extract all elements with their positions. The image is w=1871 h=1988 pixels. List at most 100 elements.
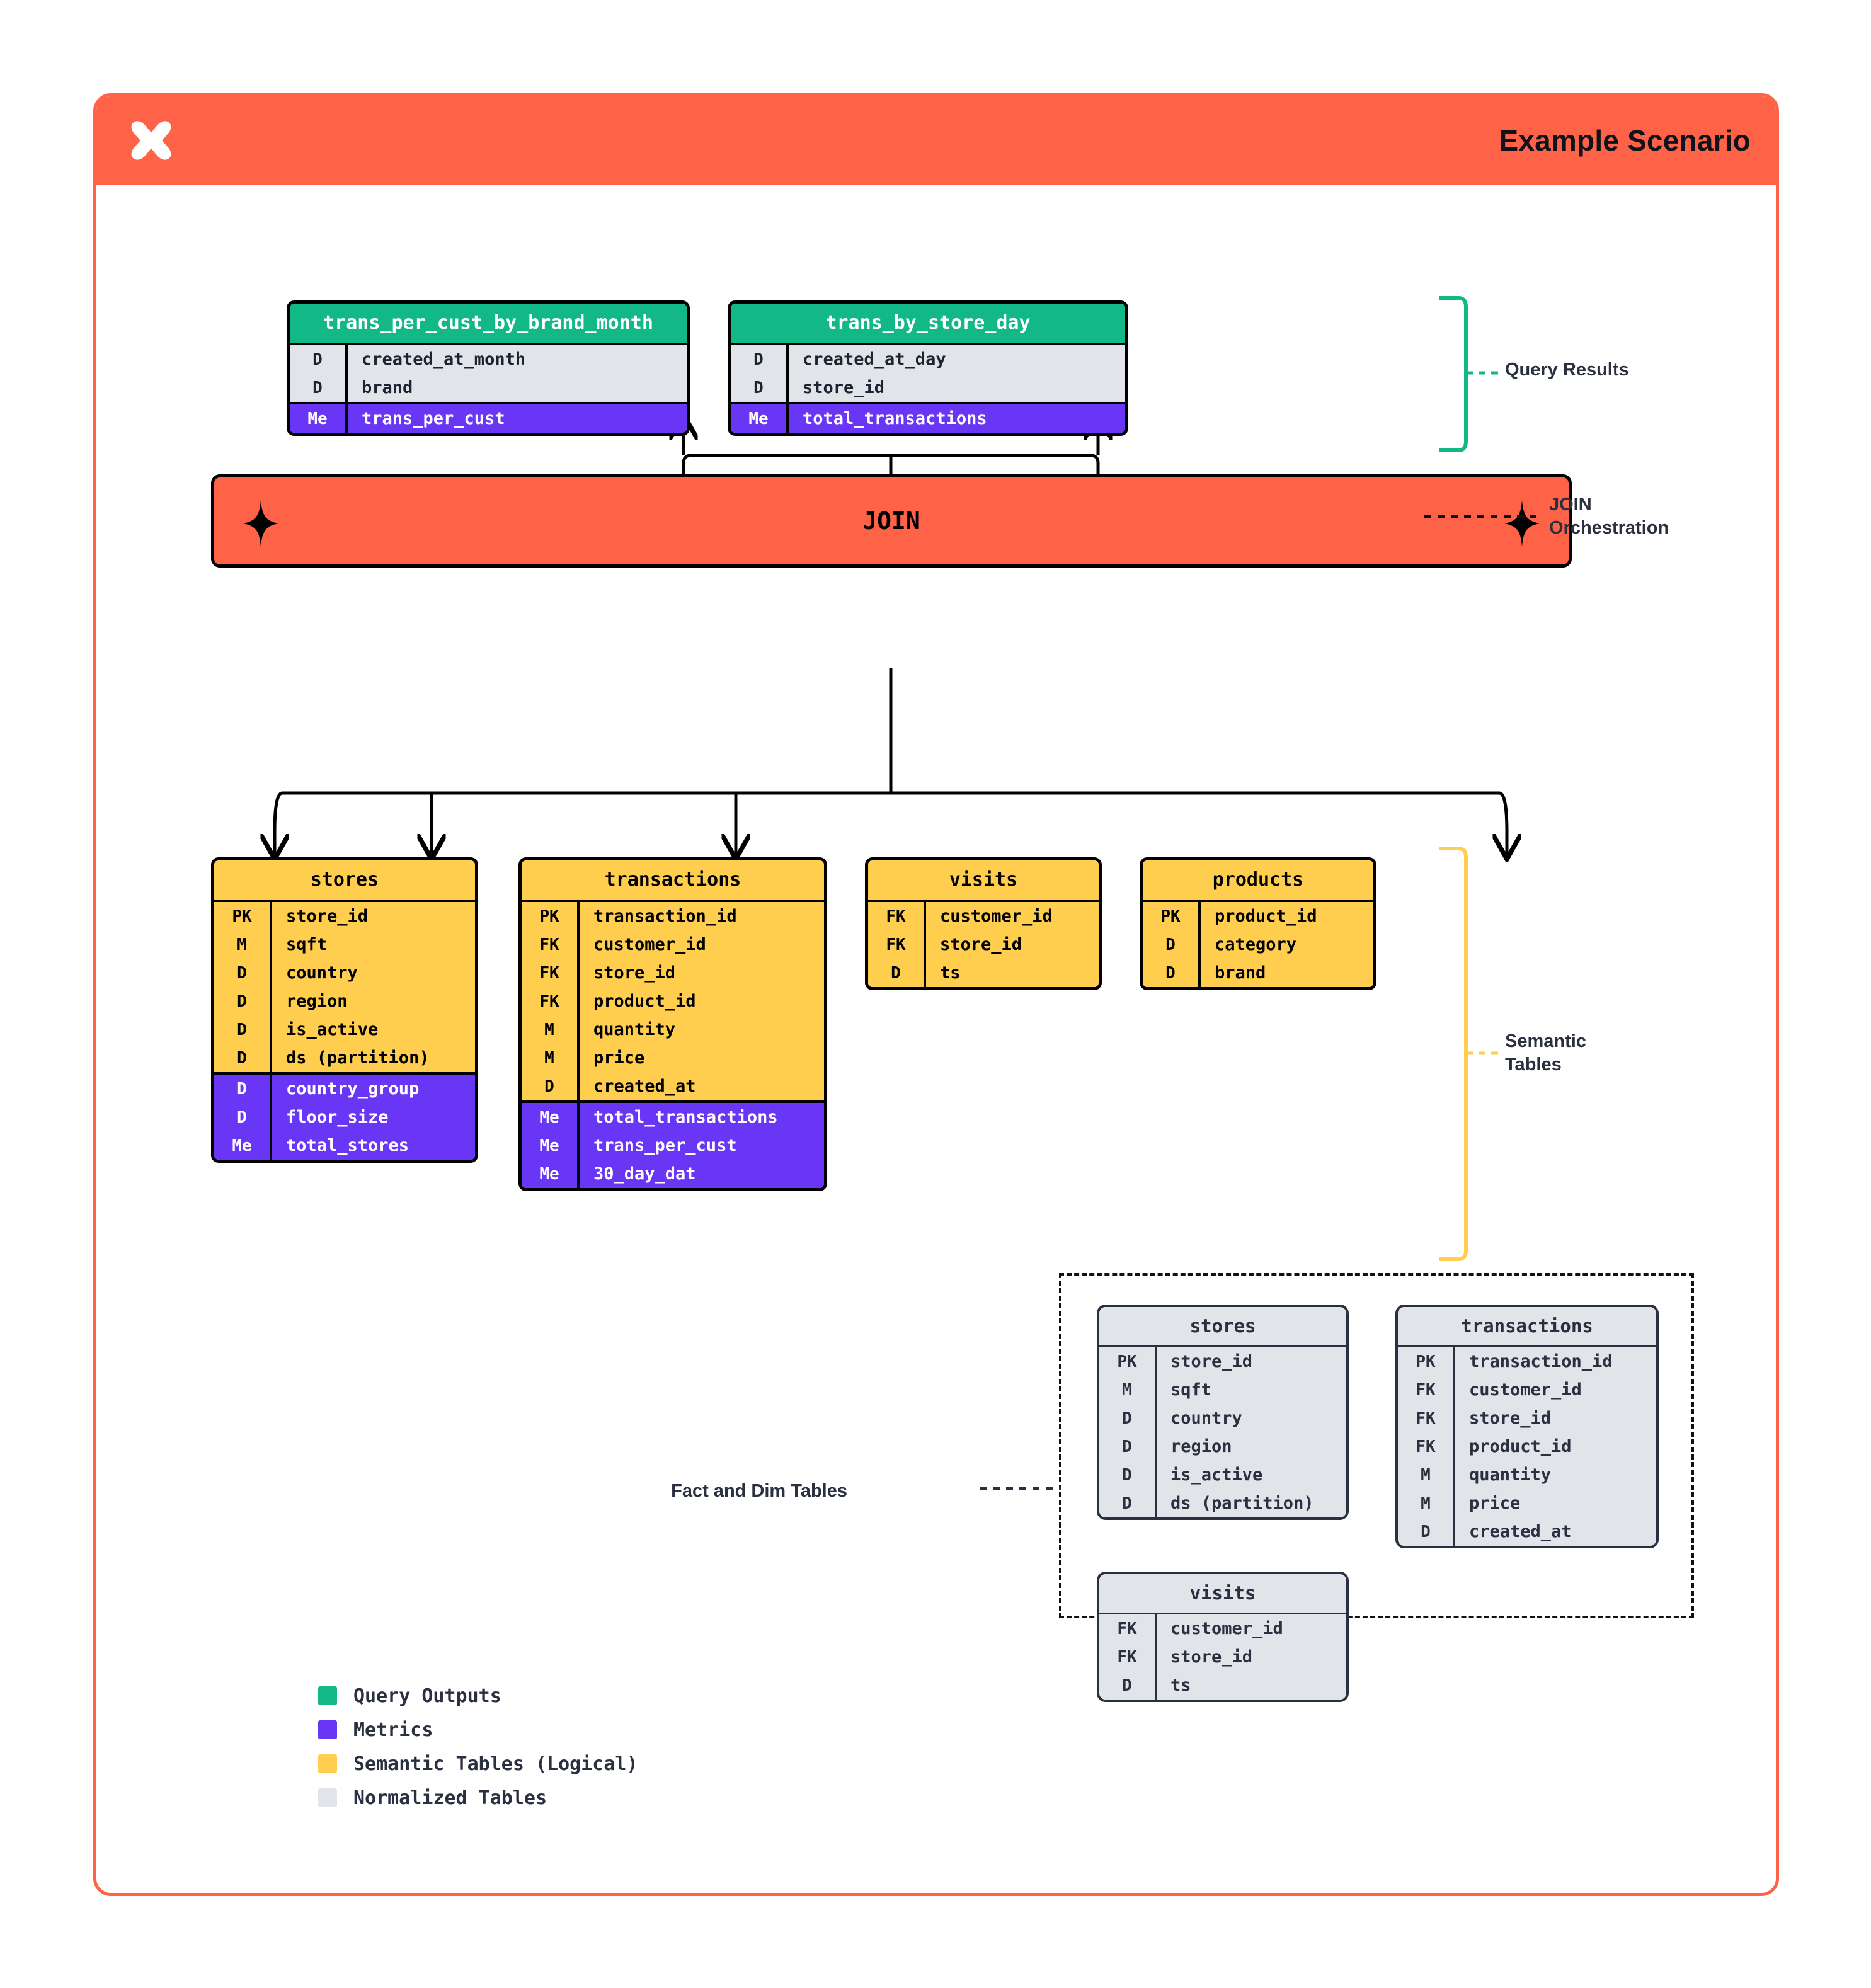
join-orchestration-leader-line [1424,515,1536,518]
row-key: PK [1117,1352,1137,1371]
row-key: Me [539,1107,559,1127]
legend-item: Query Outputs [318,1679,638,1713]
row-key: Me [232,1136,252,1155]
row-key: D [1122,1494,1132,1513]
legend-swatch-semantic-tables [318,1754,337,1773]
annotation-fact-dim-tables: Fact and Dim Tables [671,1481,847,1501]
fact-dim-tables-group [1059,1273,1694,1618]
row-column: is_active [270,1015,475,1044]
legend-item: Semantic Tables (Logical) [318,1747,638,1781]
row-key: D [1421,1522,1431,1541]
legend-swatch-metrics [318,1720,337,1739]
row-column: product_id [577,987,824,1015]
row-column: category [1198,930,1373,959]
page-title: Example Scenario [1499,124,1751,157]
table-row: Me trans_per_cust [290,404,687,433]
join-label: JOIN [862,507,920,535]
row-key: D [312,350,323,369]
table-title: visits [868,860,1099,900]
sparkle-diamond-icon-left [243,500,278,547]
row-key: Me [748,409,769,428]
query-output-table-0[interactable]: trans_per_cust_by_brand_month D created_… [287,300,690,436]
row-column: ds (partition) [270,1044,475,1072]
row-key: FK [1416,1380,1436,1400]
join-orchestration-bar[interactable]: JOIN [211,474,1572,568]
row-key: FK [1117,1619,1137,1638]
row-key: M [1421,1465,1431,1485]
row-key: M [544,1020,554,1039]
row-column: price [577,1044,824,1072]
table-row: FK store_id [522,959,824,987]
metric-section: Me trans_per_cust [290,402,687,433]
annotation-join-line1: JOIN [1549,494,1592,515]
row-key: D [544,1077,554,1096]
row-column: store_id [1453,1404,1656,1432]
row-key: D [753,378,764,397]
table-row: D created_at_day [731,345,1125,374]
row-key: M [237,935,247,954]
row-column: total_transactions [786,404,1125,433]
table-row: Me total_transactions [731,404,1125,433]
table-title: stores [1099,1307,1346,1345]
row-column: trans_per_cust [577,1131,824,1160]
legend-swatch-query-outputs [318,1686,337,1705]
diagram-card: Example Scenario trans_per_cust_by_brand… [93,93,1779,1896]
legend-label: Normalized Tables [353,1786,547,1809]
row-column: country [270,959,475,987]
row-column: ts [924,959,1099,987]
card-header: Example Scenario [96,96,1776,185]
annotation-join-line2: Orchestration [1549,518,1669,539]
row-key: D [237,1079,247,1099]
row-column: store_id [1155,1347,1346,1376]
butterfly-x-logo-icon [127,116,176,165]
row-key: D [753,350,764,369]
row-key: D [1165,935,1176,954]
row-column: customer_id [1155,1614,1346,1643]
row-column: store_id [577,959,824,987]
row-column: price [1453,1489,1656,1517]
row-column: customer_id [924,902,1099,930]
row-column: brand [345,374,687,402]
row-key: D [237,1107,247,1127]
row-column: 30_day_dat [577,1160,824,1188]
row-column: created_at_day [786,345,1125,374]
row-key: M [1122,1380,1132,1400]
table-row: D store_id [731,374,1125,402]
row-key: D [1122,1465,1132,1485]
row-key: FK [539,963,559,983]
row-column: store_id [924,930,1099,959]
query-output-table-1[interactable]: trans_by_store_day D created_at_day D st… [728,300,1128,436]
table-title: transactions [522,860,824,900]
row-column: trans_per_cust [345,404,687,433]
row-column: product_id [1453,1432,1656,1461]
row-key: PK [232,906,252,926]
table-title: products [1143,860,1373,900]
row-column: ts [1155,1671,1346,1700]
table-title: visits [1099,1574,1346,1613]
